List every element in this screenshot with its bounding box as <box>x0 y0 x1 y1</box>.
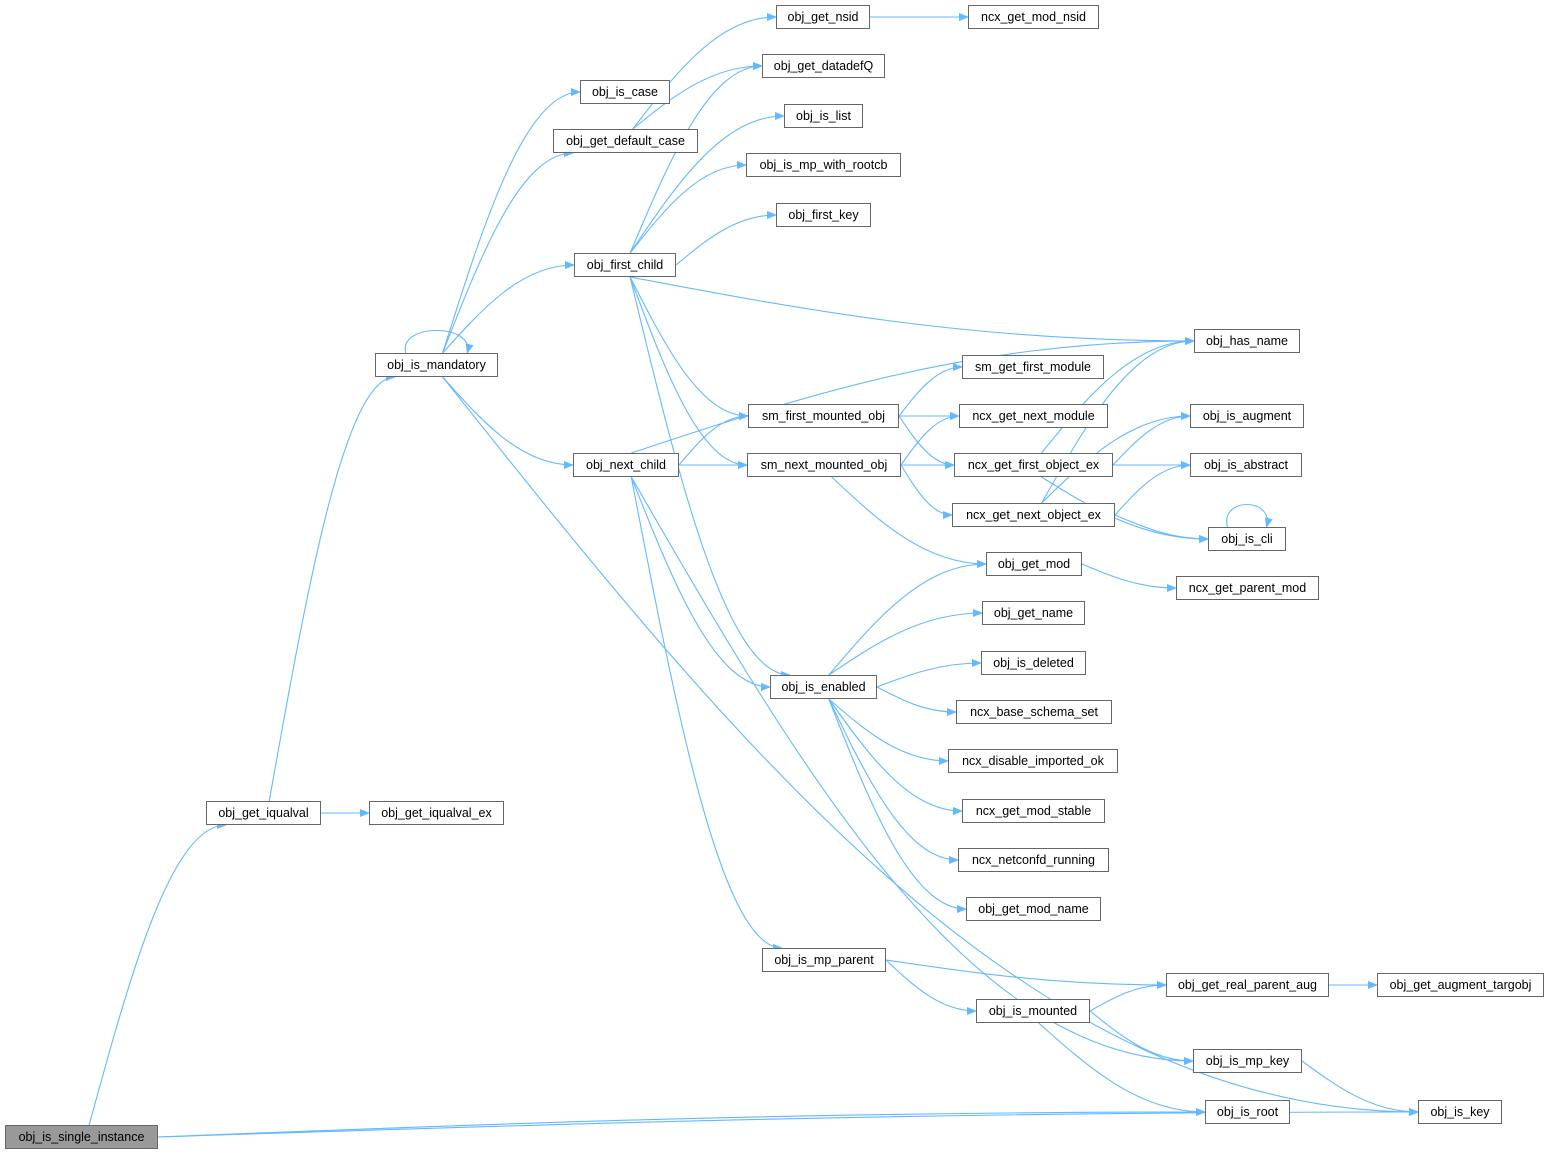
node-obj-is-mounted[interactable]: obj_is_mounted <box>976 999 1090 1023</box>
call-edge <box>828 698 949 765</box>
node-obj-first-child[interactable]: obj_first_child <box>574 253 676 277</box>
call-edge <box>1226 504 1273 528</box>
node-ncx-get-mod-stable[interactable]: ncx_get_mod_stable <box>962 799 1105 823</box>
call-edge <box>630 476 783 952</box>
call-edge <box>632 62 763 130</box>
call-edge <box>885 959 977 1015</box>
node-obj-is-augment[interactable]: obj_is_augment <box>1190 404 1304 428</box>
call-edge <box>442 88 581 354</box>
node-ncx-base-schema-set[interactable]: ncx_base_schema_set <box>956 700 1112 724</box>
node-obj-is-case[interactable]: obj_is_case <box>580 80 670 104</box>
call-edge <box>88 821 227 1126</box>
call-edge <box>629 276 749 420</box>
call-edge <box>629 112 785 254</box>
node-obj-is-list[interactable]: obj_is_list <box>784 104 863 128</box>
node-ncx-disable-imported-ok[interactable]: ncx_disable_imported_ok <box>948 749 1118 773</box>
node-obj-has-name[interactable]: obj_has_name <box>1194 329 1300 353</box>
node-obj-is-mp-key[interactable]: obj_is_mp_key <box>1193 1049 1302 1073</box>
node-obj-first-key[interactable]: obj_first_key <box>776 203 871 227</box>
call-edge <box>442 149 574 354</box>
node-obj-is-mandatory[interactable]: obj_is_mandatory <box>375 353 498 377</box>
call-edge <box>1301 1060 1419 1116</box>
node-obj-is-single-instance[interactable]: obj_is_single_instance <box>5 1125 158 1149</box>
call-edge <box>629 161 747 254</box>
node-ncx-get-first-object-ex[interactable]: ncx_get_first_object_ex <box>954 453 1113 477</box>
node-obj-is-key[interactable]: obj_is_key <box>1418 1100 1502 1124</box>
node-obj-get-iqualval[interactable]: obj_get_iqualval <box>206 801 321 825</box>
call-edge <box>876 686 957 716</box>
node-obj-is-mp-with-rootcb[interactable]: obj_is_mp_with_rootcb <box>746 153 901 177</box>
node-obj-get-iqualval-ex[interactable]: obj_get_iqualval_ex <box>369 801 504 825</box>
call-edge <box>678 412 749 466</box>
node-sm-get-first-module[interactable]: sm_get_first_module <box>962 355 1104 379</box>
call-edge <box>630 476 771 691</box>
call-edge <box>632 13 777 130</box>
node-obj-get-datadefq[interactable]: obj_get_datadefQ <box>762 54 885 78</box>
node-ncx-get-parent-mod[interactable]: ncx_get_parent_mod <box>1176 576 1319 600</box>
call-edge <box>442 261 575 354</box>
call-edge <box>828 560 987 676</box>
node-sm-next-mounted-obj[interactable]: sm_next_mounted_obj <box>747 453 901 477</box>
node-obj-is-abstract[interactable]: obj_is_abstract <box>1190 453 1302 477</box>
node-obj-get-default-case[interactable]: obj_get_default_case <box>553 129 698 153</box>
node-obj-get-nsid[interactable]: obj_get_nsid <box>776 5 870 29</box>
call-edge <box>675 211 777 266</box>
call-edge <box>629 276 791 679</box>
call-edge <box>1038 1022 1206 1116</box>
node-obj-is-deleted[interactable]: obj_is_deleted <box>981 651 1086 675</box>
node-ncx-get-mod-nsid[interactable]: ncx_get_mod_nsid <box>968 5 1099 29</box>
call-edge <box>442 376 574 469</box>
node-obj-get-mod-name[interactable]: obj_get_mod_name <box>966 897 1101 921</box>
call-edge <box>1089 981 1167 1012</box>
call-edge <box>268 373 396 802</box>
call-edge <box>157 1108 1206 1138</box>
call-edge <box>876 659 982 688</box>
call-edge <box>630 476 1194 1065</box>
call-edge <box>885 959 1167 989</box>
call-edge <box>629 62 763 254</box>
call-edge <box>831 476 987 568</box>
call-edge <box>900 412 960 466</box>
call-edge <box>1041 337 1195 454</box>
node-obj-get-real-parent-aug[interactable]: obj_get_real_parent_aug <box>1166 973 1329 997</box>
call-edge <box>629 276 748 469</box>
call-edge <box>1114 461 1191 516</box>
call-edge <box>1081 563 1177 592</box>
node-sm-first-mounted-obj[interactable]: sm_first_mounted_obj <box>748 404 899 428</box>
node-obj-get-name[interactable]: obj_get_name <box>982 601 1085 625</box>
call-edge <box>828 698 967 913</box>
call-edge <box>898 415 955 469</box>
node-obj-next-child[interactable]: obj_next_child <box>573 453 679 477</box>
node-ncx-get-next-module[interactable]: ncx_get_next_module <box>959 404 1108 428</box>
call-edge <box>629 276 1195 345</box>
call-edge <box>404 329 474 354</box>
node-ncx-netconfd-running[interactable]: ncx_netconfd_running <box>958 848 1109 872</box>
call-edge <box>1114 514 1209 543</box>
call-edge <box>631 337 1195 454</box>
node-obj-is-mp-parent[interactable]: obj_is_mp_parent <box>762 948 886 972</box>
node-obj-is-enabled[interactable]: obj_is_enabled <box>770 675 877 699</box>
call-edge <box>828 698 963 815</box>
call-edge <box>828 609 983 676</box>
node-obj-is-root[interactable]: obj_is_root <box>1205 1100 1290 1124</box>
call-edge <box>898 363 963 417</box>
call-edge <box>1112 412 1191 466</box>
call-edge <box>1089 1010 1194 1065</box>
call-edge <box>828 698 959 864</box>
node-obj-is-cli[interactable]: obj_is_cli <box>1208 527 1286 551</box>
node-obj-get-mod[interactable]: obj_get_mod <box>986 552 1082 576</box>
call-edge <box>1041 412 1191 504</box>
node-ncx-get-next-object-ex[interactable]: ncx_get_next_object_ex <box>952 503 1115 527</box>
call-edge <box>442 376 1419 1116</box>
node-obj-get-augment-targobj[interactable]: obj_get_augment_targobj <box>1377 973 1544 997</box>
call-edge <box>900 464 953 519</box>
